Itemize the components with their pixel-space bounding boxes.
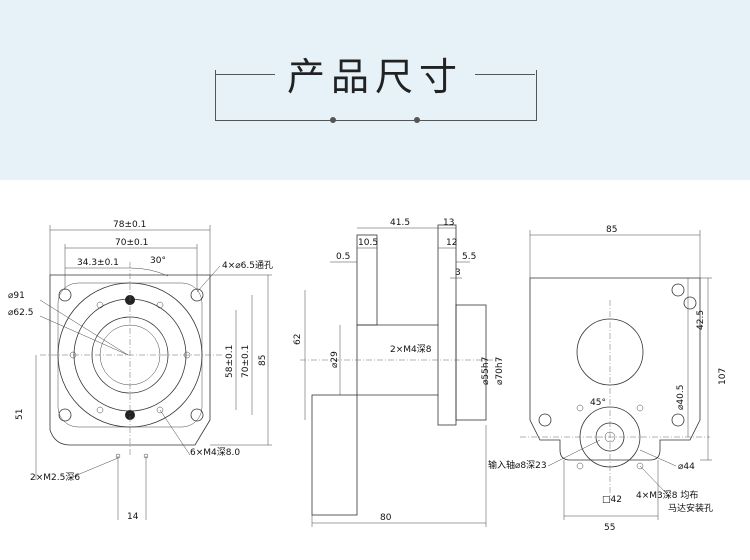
front-m4-hole-6: [156, 406, 164, 414]
dim-d62: ⌀62.5: [8, 308, 33, 318]
dim-80: 80: [380, 513, 392, 523]
dim-85: 85: [258, 355, 268, 366]
dim-415: 41.5: [390, 218, 410, 228]
dim-motor: 马达安装孔: [668, 502, 713, 514]
rear-m3-hole-4: [636, 462, 644, 470]
side-flange: [437, 224, 457, 426]
frame-dot-right: [414, 117, 420, 123]
rear-outline: [529, 277, 701, 461]
title-banner: [0, 0, 750, 180]
rear-hole-tr: [671, 283, 685, 297]
front-flange-outline: [49, 274, 211, 446]
leader-d44: [639, 449, 677, 467]
frame-dot-left: [330, 117, 336, 123]
angle-arc: [129, 267, 169, 277]
dim-45: 45°: [590, 398, 606, 408]
dim-angle: 30°: [150, 256, 166, 266]
side-output-boss: [455, 304, 487, 421]
rear-m3-hole-1: [576, 404, 584, 412]
leader-d62: [39, 315, 129, 356]
rear-hole-bl: [538, 413, 552, 427]
leader-m3: [639, 465, 669, 496]
dim-105: 10.5: [358, 238, 378, 248]
dim-holes: 4×⌀6.5通孔: [222, 260, 273, 271]
leader-d91: [39, 299, 129, 356]
dim-shaft: 输入轴⌀8深23: [488, 459, 547, 471]
dim-34: 34.3±0.1: [77, 258, 119, 268]
front-m4-hole-1: [96, 301, 104, 309]
title-frame-top-right: [475, 74, 535, 75]
dim-m3: 4×M3深8 均布: [636, 489, 698, 501]
dim-m2: 2×M4深8: [390, 344, 432, 355]
leader-m25: [69, 457, 119, 479]
dim-107: 107: [718, 368, 728, 385]
dim-51: 51: [15, 409, 25, 420]
front-view: 78±0.1 70±0.1 34.3±0.1 30° 4×⌀6.5通孔 ⌀91 …: [8, 220, 273, 522]
leader-m4: [159, 409, 191, 456]
dim-405: ⌀40.5: [676, 385, 686, 410]
title-frame-top-left: [215, 74, 275, 75]
leader-holes: [196, 265, 221, 293]
rear-hole-tr2: [683, 296, 697, 310]
dim-rear-85: 85: [606, 225, 617, 235]
rear-m3-hole-3: [576, 462, 584, 470]
side-view: 41.5 13 10.5 12 5.5 0.5 3 62 ⌀29 2×M4深8 …: [293, 218, 505, 527]
dim-3: 3: [455, 268, 461, 278]
title-frame: [215, 70, 537, 121]
front-hole-bl: [58, 408, 72, 422]
rear-view: 85 42.5 107 ⌀40.5 45° 输入轴⌀8深23 ⌀44 4×M3深…: [488, 225, 728, 533]
dim-05: 0.5: [336, 252, 350, 262]
front-hole-br: [190, 408, 204, 422]
dim-55: 5.5: [462, 252, 476, 262]
front-hole-tr: [190, 288, 204, 302]
dim-d91: ⌀91: [8, 291, 25, 301]
dim-d44: ⌀44: [678, 462, 695, 472]
side-shaft-upper: [356, 234, 378, 326]
front-m4-hole-2: [156, 301, 164, 309]
dim-12: 12: [446, 238, 457, 248]
front-m4-hole-5: [96, 406, 104, 414]
front-marker-bottom: [125, 410, 135, 420]
page-title: 产品尺寸: [286, 55, 463, 99]
dim-78: 78±0.1: [113, 220, 146, 230]
dim-d70: ⌀70h7: [495, 357, 505, 385]
dim-14: 14: [127, 512, 139, 522]
dim-d55: ⌀55h7: [481, 357, 491, 385]
front-hole-tl: [58, 288, 72, 302]
side-motor-stub: [311, 394, 358, 516]
leader-shaft: [547, 439, 601, 467]
dim-70: 70±0.1: [115, 238, 148, 248]
dim-425: 42.5: [696, 310, 706, 330]
dim-m25: 2×M2.5深6: [30, 472, 80, 483]
dim-rear-55: 55: [604, 523, 615, 533]
dim-13: 13: [443, 218, 454, 228]
dim-70v: 70±0.1: [241, 345, 251, 378]
dim-62: 62: [293, 334, 303, 345]
rear-hole-br: [671, 413, 685, 427]
rear-m3-hole-2: [636, 404, 644, 412]
dim-m4: 6×M4深8.0: [190, 447, 240, 458]
dim-29: ⌀29: [330, 351, 340, 368]
dim-sq42: □42: [602, 495, 622, 505]
dim-58: 58±0.1: [225, 345, 235, 378]
